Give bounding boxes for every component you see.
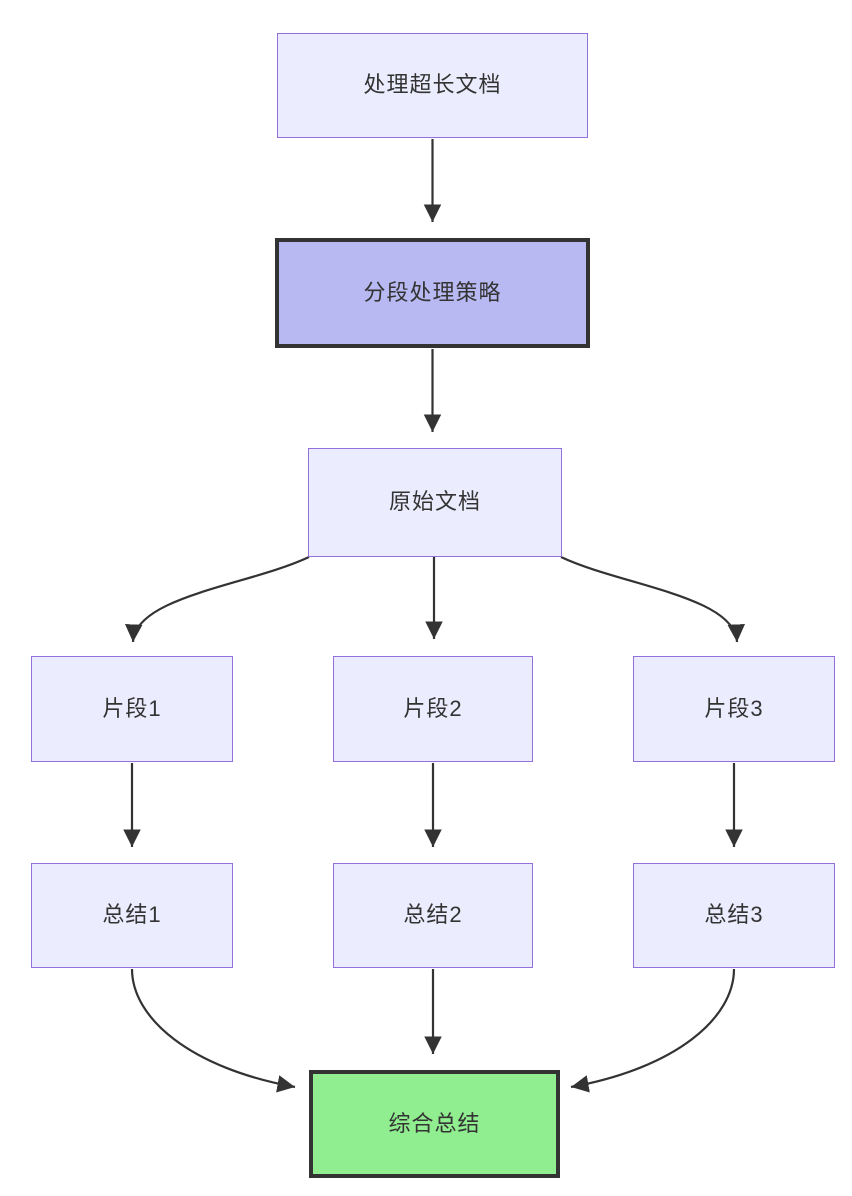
edge-summary3-final: [570, 968, 736, 1093]
node-label: 综合总结: [388, 1110, 481, 1136]
node-summary1: 总结1: [31, 863, 233, 968]
node-label: 总结1: [102, 902, 162, 928]
node-strategy: 分段处理策略: [275, 238, 590, 348]
node-label: 原始文档: [388, 489, 481, 515]
node-label: 处理超长文档: [363, 72, 502, 98]
edge-summary1-final: [130, 968, 296, 1093]
node-summary2: 总结2: [333, 863, 533, 968]
node-label: 片段1: [102, 695, 162, 721]
node-final: 综合总结: [309, 1070, 560, 1178]
node-chunk2: 片段2: [333, 656, 533, 762]
node-doc: 原始文档: [308, 448, 562, 557]
node-chunk3: 片段3: [633, 656, 835, 762]
node-start: 处理超长文档: [277, 33, 588, 138]
node-label: 总结3: [704, 902, 764, 928]
node-label: 片段3: [704, 695, 764, 721]
node-label: 总结2: [403, 902, 463, 928]
node-label: 片段2: [403, 695, 463, 721]
node-summary3: 总结3: [633, 863, 835, 968]
edge-doc-chunk1: [125, 556, 310, 643]
node-chunk1: 片段1: [31, 656, 233, 762]
edge-doc-chunk3: [560, 556, 745, 643]
node-label: 分段处理策略: [363, 279, 502, 305]
